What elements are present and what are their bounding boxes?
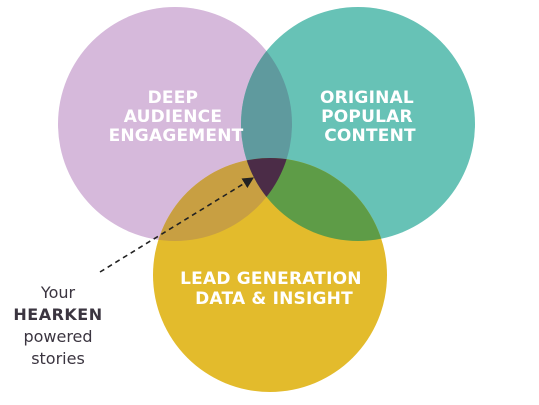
callout-arrow [99, 177, 254, 273]
label-audience-line-3: ENGAGEMENT [109, 126, 244, 146]
overlap-audience-lead [153, 158, 292, 241]
label-lead-line-2: DATA & INSIGHT [195, 289, 353, 309]
label-audience-line-1: DEEP [148, 88, 199, 108]
label-lead-line-1: LEAD GENERATION [180, 269, 362, 289]
label-content-line-2: POPULAR [321, 107, 413, 127]
label-content-line-1: ORIGINAL [320, 88, 414, 108]
label-audience: DEEP AUDIENCE ENGAGEMENT [109, 88, 244, 146]
callout-brand: HEARKEN [13, 305, 103, 324]
callout-line-stories: stories [31, 349, 85, 368]
label-content-line-3: CONTENT [324, 126, 416, 146]
callout-text: Your HEARKEN powered stories [8, 282, 108, 370]
callout-line-your: Your [40, 283, 76, 302]
label-lead: LEAD GENERATION DATA & INSIGHT [180, 269, 368, 309]
label-content: ORIGINAL POPULAR CONTENT [320, 88, 420, 146]
overlap-content-lead [241, 158, 387, 241]
label-audience-line-2: AUDIENCE [124, 107, 222, 127]
callout-line-powered: powered [23, 327, 93, 346]
